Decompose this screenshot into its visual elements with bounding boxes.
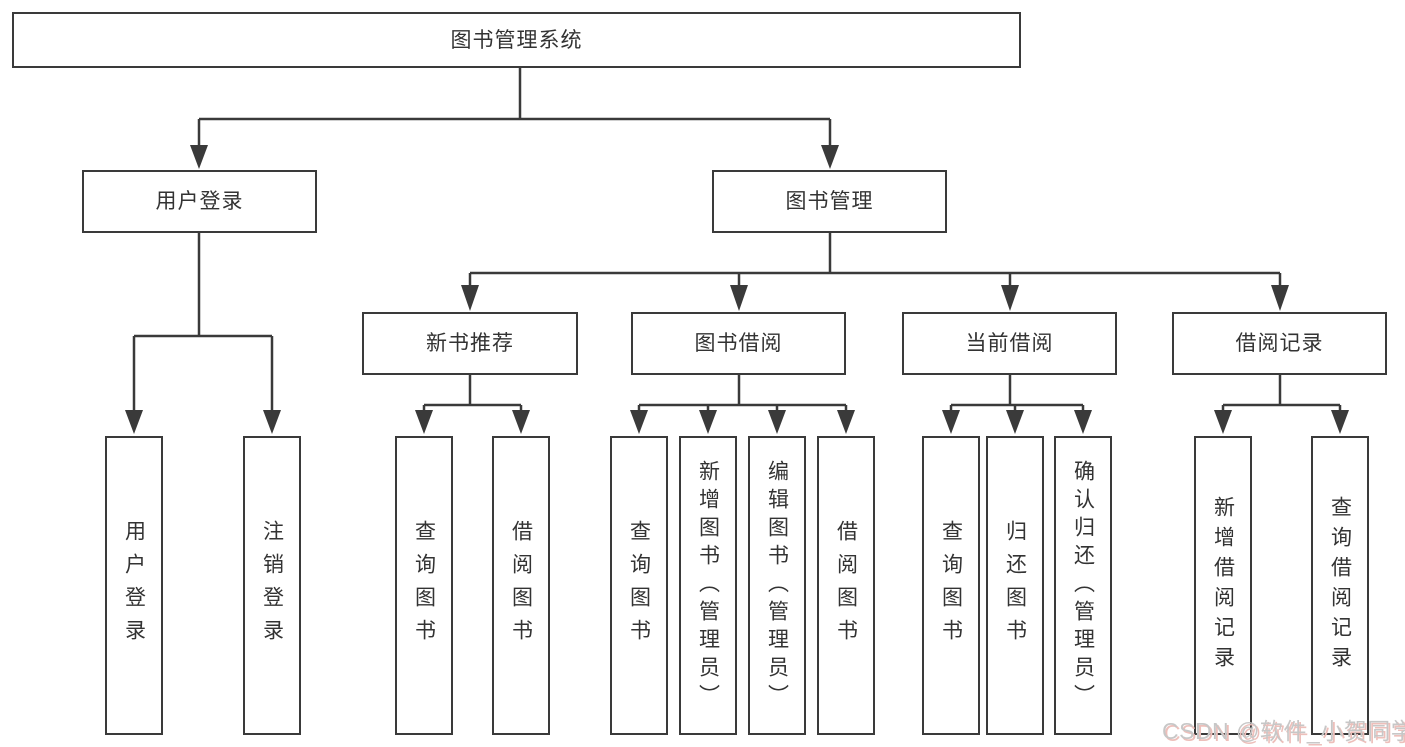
leaf-label: 借阅图书: [509, 519, 533, 652]
leaf-add-borrow-record: 新增借阅记录: [1194, 436, 1252, 735]
node-label: 用户登录: [155, 190, 244, 213]
node-label: 借阅记录: [1235, 332, 1324, 355]
leaf-label: 新增借阅记录: [1211, 495, 1235, 676]
leaf-label: 借阅图书: [834, 519, 858, 652]
leaf-query-borrow-record: 查询借阅记录: [1311, 436, 1369, 735]
node-book-borrow: 图书借阅: [631, 312, 846, 375]
leaf-query-books-recommend: 查询图书: [395, 436, 453, 735]
leaf-query-books-current: 查询图书: [922, 436, 980, 735]
leaf-label: 归还图书: [1003, 519, 1027, 652]
node-current-borrow: 当前借阅: [902, 312, 1117, 375]
leaf-borrow-books: 借阅图书: [817, 436, 875, 735]
node-label: 图书借阅: [694, 332, 783, 355]
leaf-label: 编辑图书（管理员）: [765, 459, 789, 712]
leaf-label: 注销登录: [260, 519, 284, 652]
node-label: 新书推荐: [426, 332, 514, 355]
leaf-return-books: 归还图书: [986, 436, 1044, 735]
leaf-label: 用户登录: [122, 519, 146, 652]
leaf-label: 查询借阅记录: [1328, 495, 1352, 676]
leaf-label: 确认归还（管理员）: [1071, 459, 1095, 712]
node-label: 图书管理: [785, 190, 874, 213]
node-label: 当前借阅: [965, 332, 1054, 355]
node-user-login: 用户登录: [82, 170, 317, 233]
leaf-label: 查询图书: [939, 519, 963, 652]
leaf-query-books-borrow: 查询图书: [610, 436, 668, 735]
leaf-confirm-return-admin: 确认归还（管理员）: [1054, 436, 1112, 735]
node-new-book-recommend: 新书推荐: [362, 312, 578, 375]
leaf-add-books-admin: 新增图书（管理员）: [679, 436, 737, 735]
node-borrow-record: 借阅记录: [1172, 312, 1387, 375]
node-label: 图书管理系统: [450, 28, 583, 52]
csdn-watermark: CSDN @软件_小贺同学: [1162, 718, 1405, 744]
leaf-label: 查询图书: [412, 519, 436, 652]
leaf-user-login: 用户登录: [105, 436, 163, 735]
leaf-logout: 注销登录: [243, 436, 301, 735]
leaf-label: 新增图书（管理员）: [696, 459, 720, 712]
leaf-label: 查询图书: [627, 519, 651, 652]
node-book-management: 图书管理: [712, 170, 947, 233]
node-root-library-management-system: 图书管理系统: [12, 12, 1021, 68]
leaf-borrow-books-recommend: 借阅图书: [492, 436, 550, 735]
leaf-edit-books-admin: 编辑图书（管理员）: [748, 436, 806, 735]
